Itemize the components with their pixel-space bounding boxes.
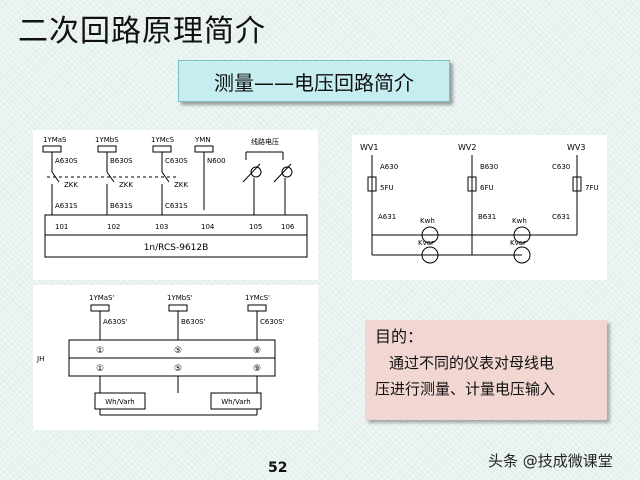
fuse-label: 7FU — [585, 184, 599, 192]
page-number: 52 — [268, 460, 288, 476]
wire-label: C630S — [165, 157, 188, 165]
wire-label: N600 — [207, 157, 226, 165]
wire-label: B631S — [110, 202, 133, 210]
line-voltage-label: 线路电压 — [251, 137, 279, 146]
wire-label: A630S' — [103, 318, 128, 326]
pin-label: 101 — [55, 223, 68, 231]
terminal-block — [97, 145, 117, 153]
terminal-block — [42, 145, 62, 153]
pin-label: 105 — [249, 223, 262, 231]
wire-label: B630S' — [181, 318, 206, 326]
block-label: JH — [36, 355, 44, 363]
wire-label: C630S' — [260, 318, 285, 326]
pin-label: 106 — [281, 223, 295, 231]
wire-label: B631 — [478, 213, 496, 221]
terminal-label: 1YMbS — [95, 136, 119, 144]
diagram-rcs9612b: 1YMaS 1YMbS 1YMcS YMN A630S B630S C630S … — [33, 130, 318, 280]
purpose-box: 目的： 通过不同的仪表对母线电 压进行测量、计量电压输入 — [365, 320, 607, 420]
pin-label: 104 — [201, 223, 215, 231]
purpose-line: 通过不同的仪表对母线电 — [389, 354, 555, 372]
terminal-label: 1YMcS' — [245, 294, 270, 302]
bus-label: WV3 — [567, 143, 585, 152]
marker: ⑤ — [174, 346, 182, 356]
fuse-label: 6FU — [480, 184, 494, 192]
wire-label: B630 — [480, 163, 498, 171]
bus-label: WV1 — [360, 143, 378, 152]
meter-label: Wh/Varh — [105, 398, 134, 406]
switch-label: ZKK — [119, 181, 133, 189]
device-label: 1n/RCS-9612B — [144, 243, 209, 253]
wire-label: A630 — [380, 163, 398, 171]
wire-label: C630 — [552, 163, 570, 171]
wire-label: B630S — [110, 157, 133, 165]
switch-label: ZKK — [174, 181, 188, 189]
terminal-label: YMN — [194, 136, 211, 144]
marker: ① — [96, 346, 104, 356]
meter-label: Wh/Varh — [221, 398, 250, 406]
diagram-metering-block: 1YMaS' 1YMbS' 1YMcS' A630S' B630S' C630S… — [33, 285, 318, 430]
wire-label: A630S — [55, 157, 78, 165]
diagram-rcs9612b-svg: 1YMaS 1YMbS 1YMcS YMN A630S B630S C630S … — [42, 136, 308, 258]
subtitle-box: 测量——电压回路简介 — [178, 60, 450, 102]
marker: ⑨ — [253, 364, 261, 374]
terminal-block — [194, 145, 214, 153]
bus-label: WV2 — [458, 143, 476, 152]
marker: ⑤ — [174, 364, 182, 374]
terminal-label: 1YMbS' — [167, 294, 193, 302]
marker: ① — [96, 364, 104, 374]
terminal-label: 1YMcS — [151, 136, 175, 144]
diagram-metering-block-svg: 1YMaS' 1YMbS' 1YMcS' A630S' B630S' C630S… — [36, 294, 285, 416]
page-title: 二次回路原理简介 — [18, 14, 266, 49]
switch-label: ZKK — [64, 181, 78, 189]
pin-label: 102 — [107, 223, 120, 231]
wire-label: C631S — [165, 202, 188, 210]
kwh-label: Kwh — [420, 217, 435, 225]
diagram-meter-circuit: WV1 WV2 WV3 A630 B630 C630 5FU 6FU 7FU A… — [352, 135, 607, 280]
pin-label: 103 — [155, 223, 168, 231]
terminal-label: 1YMaS — [43, 136, 67, 144]
wire-label: A631 — [378, 213, 396, 221]
subtitle: 测量——电压回路简介 — [214, 70, 414, 95]
kvar-label: Kvar — [418, 239, 434, 247]
purpose-heading: 目的： — [375, 327, 424, 346]
terminal-block — [152, 145, 172, 153]
marker: ⑨ — [253, 346, 261, 356]
fuse-label: 5FU — [380, 184, 394, 192]
wire-label: A631S — [55, 202, 78, 210]
kvar-label: Kvar — [510, 239, 526, 247]
wire-label: C631 — [552, 213, 570, 221]
diagram-meter-circuit-svg: WV1 WV2 WV3 A630 B630 C630 5FU 6FU 7FU A… — [360, 143, 599, 264]
purpose-line: 压进行测量、计量电压输入 — [375, 380, 556, 398]
kwh-label: Kwh — [512, 217, 527, 225]
watermark: 头条 @技成微课堂 — [488, 452, 613, 470]
terminal-label: 1YMaS' — [89, 294, 115, 302]
